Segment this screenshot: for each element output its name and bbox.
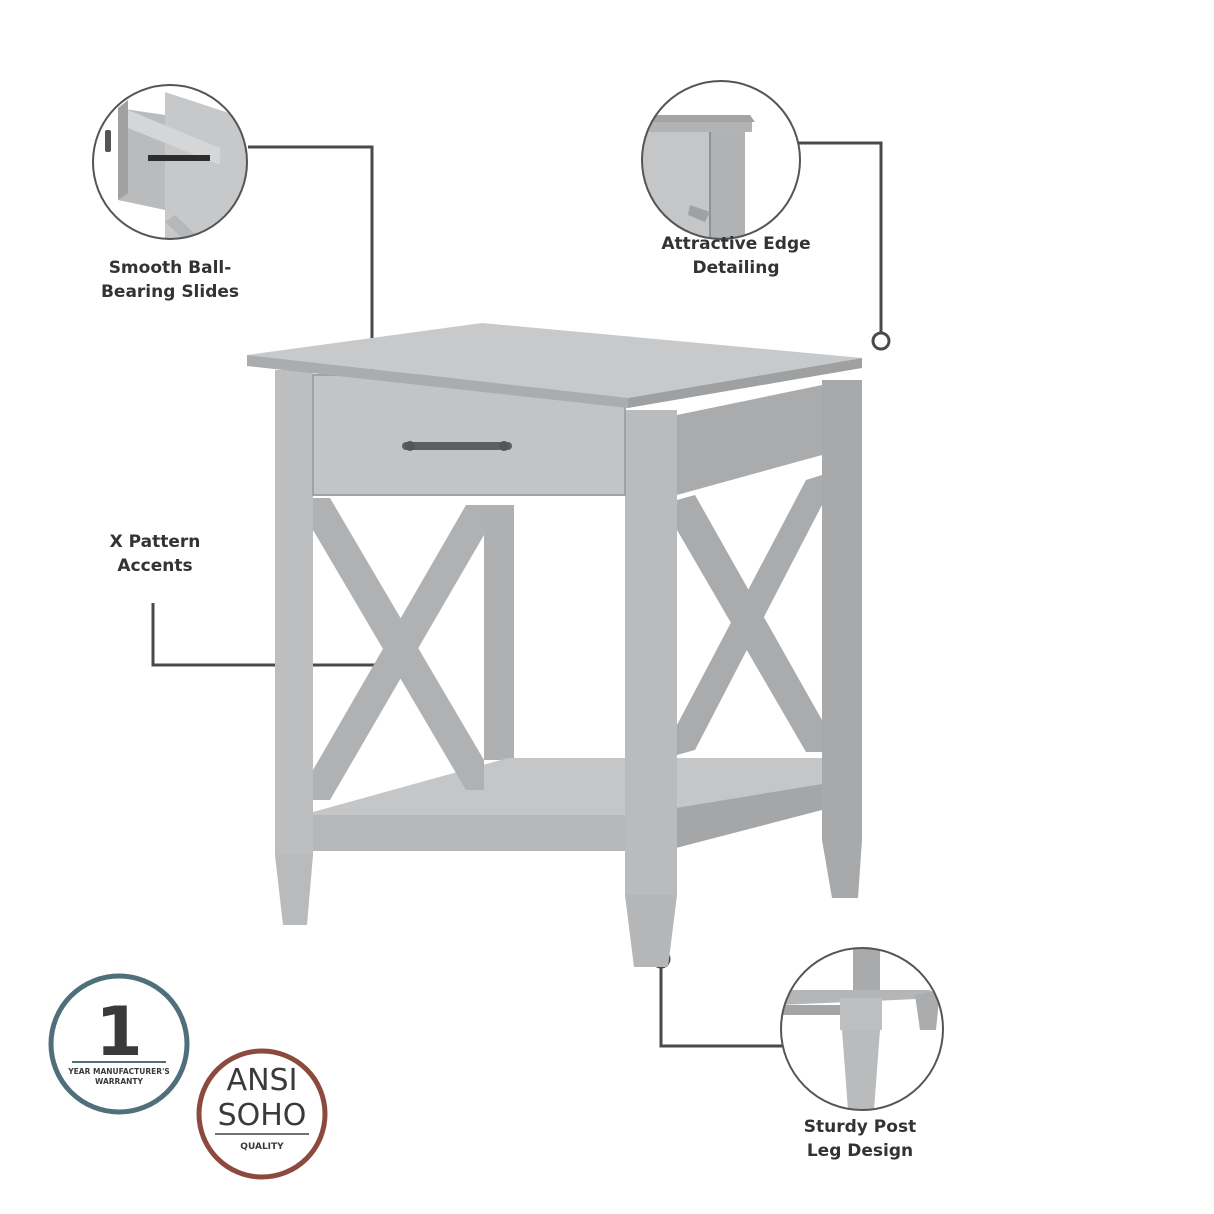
leg-callout-line1: Sturdy Post [803, 1117, 917, 1137]
warranty-text-2: WARRANTY [95, 1077, 143, 1086]
drawer-callout-line2: Bearing Slides [100, 282, 240, 302]
apron-side [677, 385, 822, 495]
xpattern-callout-line1: X Pattern [109, 532, 201, 552]
drawer-callout-line [248, 145, 374, 430]
drawer-handle [402, 442, 512, 450]
right-x-accent [677, 475, 822, 755]
lower-shelf-top [313, 758, 822, 820]
leg-callout-label: Sturdy Post Leg Design [780, 1115, 940, 1163]
warranty-text: YEAR MANUFACTURER'S [67, 1067, 170, 1076]
edge-callout-label: Attractive Edge Detailing [646, 232, 826, 280]
warranty-number: 1 [95, 993, 142, 1072]
front-left-foot [275, 855, 313, 925]
edge-callout-dot [871, 331, 891, 351]
drawer-handle-post-right [499, 441, 509, 451]
front-right-leg [625, 410, 677, 895]
xpattern-callout-label: X Pattern Accents [85, 530, 225, 578]
xpattern-callout-line2: Accents [117, 556, 193, 576]
end-table [247, 323, 862, 967]
warranty-badge: 1 YEAR MANUFACTURER'S WARRANTY [48, 973, 190, 1115]
ansi-text: ANSI [227, 1063, 298, 1098]
leg-callout-line2: Leg Design [806, 1141, 914, 1161]
leg-detail-circle [780, 947, 944, 1111]
leg-callout-line [659, 968, 782, 1048]
table-top-surface [247, 323, 862, 398]
edge-detail-circle [641, 80, 801, 240]
left-x-accent [313, 498, 484, 800]
drawer-callout-label: Smooth Ball- Bearing Slides [85, 256, 255, 304]
front-left-leg [275, 370, 313, 855]
edge-callout-line2: Detailing [692, 258, 780, 278]
drawer-detail-circle [92, 84, 248, 240]
soho-text: SOHO [218, 1098, 307, 1133]
table-top-side-edge [628, 358, 862, 408]
lower-shelf-side [676, 784, 822, 848]
ansi-soho-badge: ANSI SOHO QUALITY [196, 1048, 328, 1180]
drawer-callout-line1: Smooth Ball- [108, 258, 232, 278]
back-right-foot [822, 840, 862, 898]
edge-callout-line [798, 141, 883, 332]
quality-text: QUALITY [240, 1142, 284, 1152]
drawer-handle-post-left [405, 441, 415, 451]
xpattern-callout-line [151, 603, 376, 667]
back-left-leg [484, 505, 514, 760]
table-top-front-edge [247, 355, 628, 408]
front-right-foot [625, 895, 677, 967]
lower-shelf-front [313, 815, 676, 851]
callout-lines [151, 141, 883, 1048]
back-right-leg [822, 380, 862, 840]
edge-callout-line1: Attractive Edge [661, 234, 811, 254]
